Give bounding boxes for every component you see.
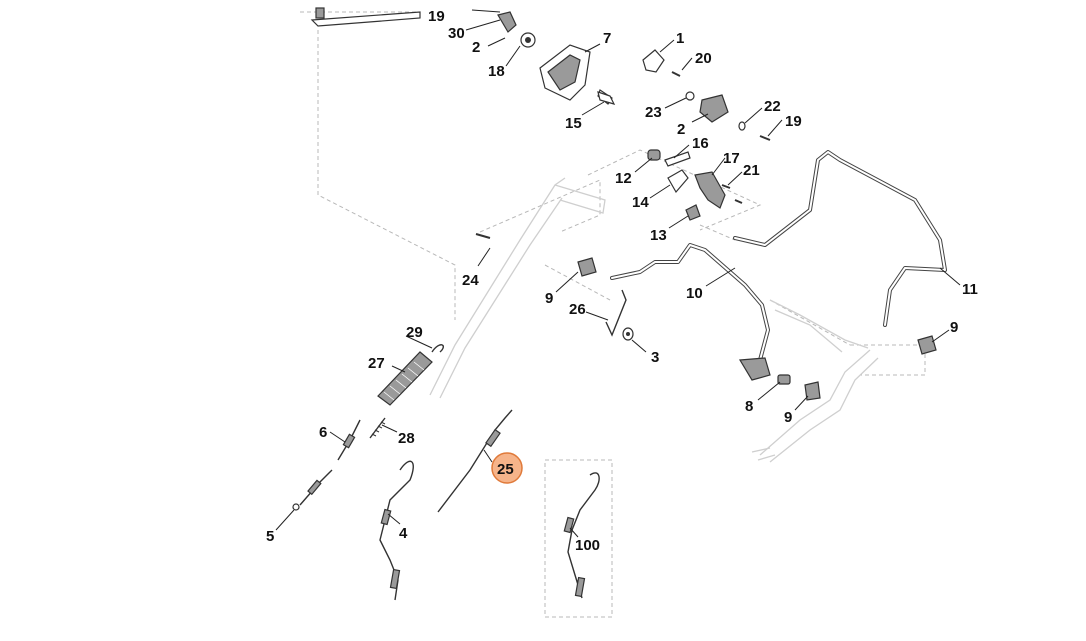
part-9-grip-b[interactable] — [917, 335, 937, 355]
label-3[interactable]: 3 — [651, 349, 659, 366]
part-22-washer[interactable] — [738, 121, 746, 131]
part-11-bail[interactable] — [733, 150, 947, 327]
part-8-sleeve[interactable] — [777, 374, 791, 385]
part-30-cover[interactable] — [497, 11, 517, 33]
label-2-top[interactable]: 2 — [472, 39, 480, 56]
part-14-pin[interactable] — [667, 169, 689, 194]
part-18-disc[interactable] — [520, 32, 536, 48]
part-13-clip[interactable] — [685, 204, 701, 221]
label-23[interactable]: 23 — [645, 104, 662, 121]
label-12[interactable]: 12 — [615, 170, 632, 187]
label-30[interactable]: 30 — [448, 25, 465, 42]
part-23-washer[interactable] — [685, 91, 695, 101]
label-10[interactable]: 10 — [686, 285, 703, 302]
part-12-bushing[interactable] — [647, 149, 661, 161]
label-26[interactable]: 26 — [569, 301, 586, 318]
part-25-cable[interactable] — [437, 409, 513, 513]
label-8[interactable]: 8 — [745, 398, 753, 415]
label-9-lower[interactable]: 9 — [784, 409, 792, 426]
part-24-bolt[interactable] — [475, 233, 491, 239]
part-6-cable[interactable] — [337, 419, 361, 461]
part-27-spring[interactable] — [377, 351, 433, 406]
label-6[interactable]: 6 — [319, 424, 327, 441]
highlight-marker-25[interactable] — [491, 452, 523, 484]
label-19-mid[interactable]: 19 — [785, 113, 802, 130]
ghost-lower-handle — [429, 177, 879, 463]
part-28-spring[interactable] — [369, 417, 386, 439]
label-17[interactable]: 17 — [723, 150, 740, 167]
ghost-handle-frame — [300, 11, 926, 618]
label-11[interactable]: 11 — [962, 281, 978, 298]
part-5-cable[interactable] — [292, 469, 333, 511]
label-20[interactable]: 20 — [695, 50, 712, 67]
label-24[interactable]: 24 — [462, 272, 479, 289]
label-27[interactable]: 27 — [368, 355, 385, 372]
label-9-left[interactable]: 9 — [545, 290, 553, 307]
label-4[interactable]: 4 — [399, 525, 408, 542]
label-21[interactable]: 21 — [743, 162, 760, 179]
part-1-knob[interactable] — [642, 49, 665, 73]
part-16-bolt[interactable] — [664, 151, 691, 167]
label-16[interactable]: 16 — [692, 135, 709, 152]
part-15-clip[interactable] — [597, 91, 616, 105]
label-29[interactable]: 29 — [406, 324, 423, 341]
label-22[interactable]: 22 — [764, 98, 781, 115]
part-4-cable[interactable] — [379, 460, 414, 601]
part-29-spring-hook[interactable] — [431, 344, 444, 353]
label-15[interactable]: 15 — [565, 115, 582, 132]
part-2-lever-block[interactable] — [699, 94, 729, 123]
leader-lines — [275, 9, 961, 538]
part-9-grip-a[interactable] — [577, 257, 597, 277]
part-17-lever[interactable] — [694, 171, 726, 209]
part-26-rod[interactable] — [605, 289, 627, 337]
label-9-right[interactable]: 9 — [950, 319, 958, 336]
part-9-grip-c[interactable] — [804, 381, 821, 401]
label-28[interactable]: 28 — [398, 430, 415, 447]
label-2-mid[interactable]: 2 — [677, 121, 685, 138]
label-1[interactable]: 1 — [676, 30, 684, 47]
label-5[interactable]: 5 — [266, 528, 274, 545]
part-21-screw[interactable] — [721, 184, 743, 204]
label-14[interactable]: 14 — [632, 194, 649, 211]
label-7[interactable]: 7 — [603, 30, 611, 47]
label-100[interactable]: 100 — [575, 537, 600, 554]
top-bracket — [310, 7, 421, 27]
part-100-cable[interactable] — [563, 472, 600, 599]
part-19-screw[interactable] — [759, 135, 771, 141]
part-labels: 19 30 2 18 7 1 20 15 23 2 22 19 16 12 17… — [266, 8, 978, 554]
label-19-top[interactable]: 19 — [428, 8, 445, 25]
label-13[interactable]: 13 — [650, 227, 667, 244]
part-3-washer[interactable] — [622, 327, 634, 341]
part-20-screw[interactable] — [671, 71, 681, 77]
label-25[interactable]: 25 — [497, 461, 514, 478]
label-18[interactable]: 18 — [488, 63, 505, 80]
part-10-bail[interactable] — [610, 243, 771, 381]
